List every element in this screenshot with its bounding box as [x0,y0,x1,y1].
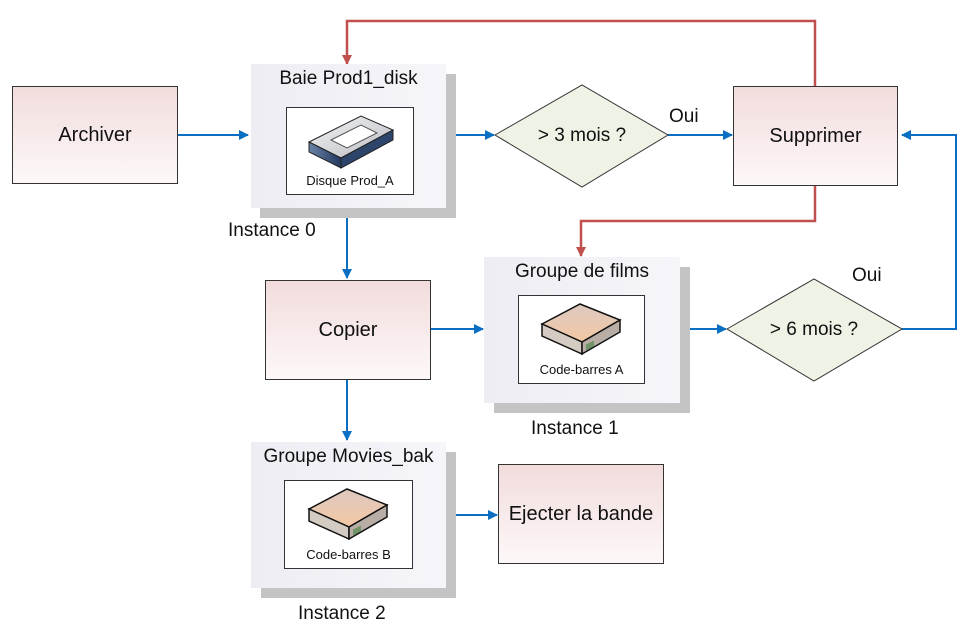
tape-b-label: Code-barres B [306,547,391,562]
groupe-films-group[interactable]: Groupe de films Code-barres A [484,257,680,403]
decision-6-diamond[interactable] [726,278,903,382]
archiver-process[interactable]: Archiver [12,86,178,184]
tape-icon [307,488,389,541]
groupe-bak-group[interactable]: Groupe Movies_bak Code-barres B [251,442,446,588]
disk-label: Disque Prod_A [306,173,394,188]
decision-3-diamond[interactable] [494,84,669,188]
decision-3-yes-label: Oui [669,106,699,127]
groupe-bak-title: Groupe Movies_bak [263,446,434,467]
arrow-supprimer-to-baie [342,19,817,86]
instance-0-label: Instance 0 [228,220,316,241]
supprimer-label: Supprimer [769,124,862,147]
ejecter-process[interactable]: Ejecter la bande [498,464,664,564]
arrow-decision-6-to-supprimer [901,130,957,330]
copier-process[interactable]: Copier [265,280,431,380]
ejecter-label: Ejecter la bande [508,502,654,525]
baie-title: Baie Prod1_disk [279,68,418,89]
tape-b-device[interactable]: Code-barres B [284,480,413,569]
instance-2-label: Instance 2 [298,603,386,624]
decision-3-label: > 3 mois ? [537,125,627,146]
tape-a-label: Code-barres A [539,362,624,377]
baie-group[interactable]: Baie Prod1_disk Disque Prod_A [251,64,446,208]
decision-6-yes-label: Oui [852,265,882,286]
disk-device[interactable]: Disque Prod_A [286,107,414,195]
instance-1-label: Instance 1 [531,418,619,439]
disk-icon [307,115,395,169]
decision-6-label: > 6 mois ? [769,319,859,340]
tape-icon [540,303,622,356]
supprimer-process[interactable]: Supprimer [733,86,898,186]
archiver-label: Archiver [58,123,132,146]
copier-label: Copier [318,318,378,341]
arrow-supprimer-to-groupe-films [576,186,817,257]
groupe-films-title: Groupe de films [514,261,650,282]
tape-a-device[interactable]: Code-barres A [518,295,645,384]
